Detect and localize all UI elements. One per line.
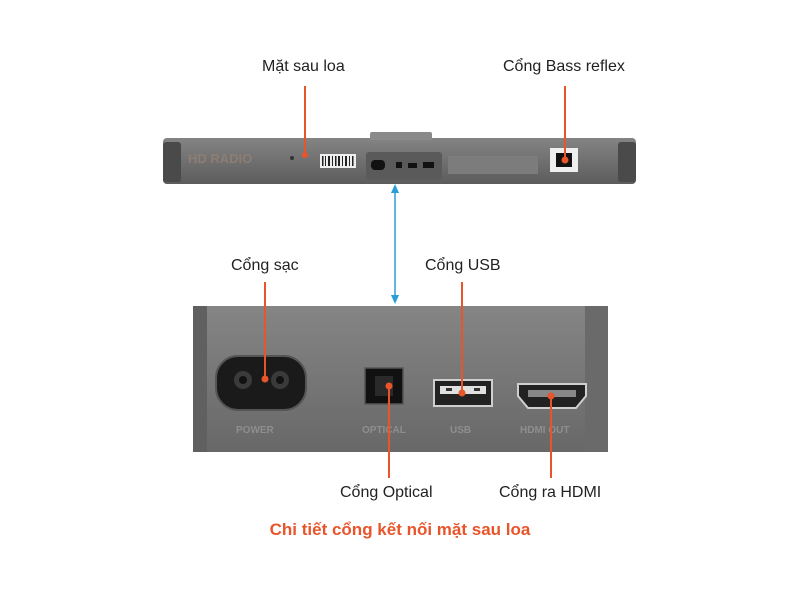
power-port-icon xyxy=(215,355,307,411)
soundbar-rear: HD RADIO xyxy=(163,132,636,184)
hdmi-mark: HDMI OUT xyxy=(520,425,569,436)
back-panel-label: Mặt sau loa xyxy=(262,58,345,75)
zoom-connector-arrow xyxy=(391,184,399,304)
usb-port-label: Cổng USB xyxy=(425,257,501,274)
hdmi-out-port-label: Cổng ra HDMI xyxy=(499,484,602,501)
power-mark: POWER xyxy=(236,425,275,436)
charging-port-label: Cổng sạc xyxy=(231,257,299,274)
usb-mark: USB xyxy=(450,425,471,436)
optical-mark: OPTICAL xyxy=(362,425,406,436)
bass-reflex-label: Cổng Bass reflex xyxy=(503,58,625,75)
brand-logo: HD RADIO xyxy=(188,151,252,166)
power-port-small xyxy=(371,160,385,170)
diagram-caption: Chi tiết cổng kết nối mặt sau loa xyxy=(269,520,531,539)
optical-port-label: Cổng Optical xyxy=(340,484,433,501)
optical-port-icon xyxy=(364,367,404,405)
closeup-panel: POWER OPTICAL USB HDMI OUT xyxy=(193,306,608,452)
